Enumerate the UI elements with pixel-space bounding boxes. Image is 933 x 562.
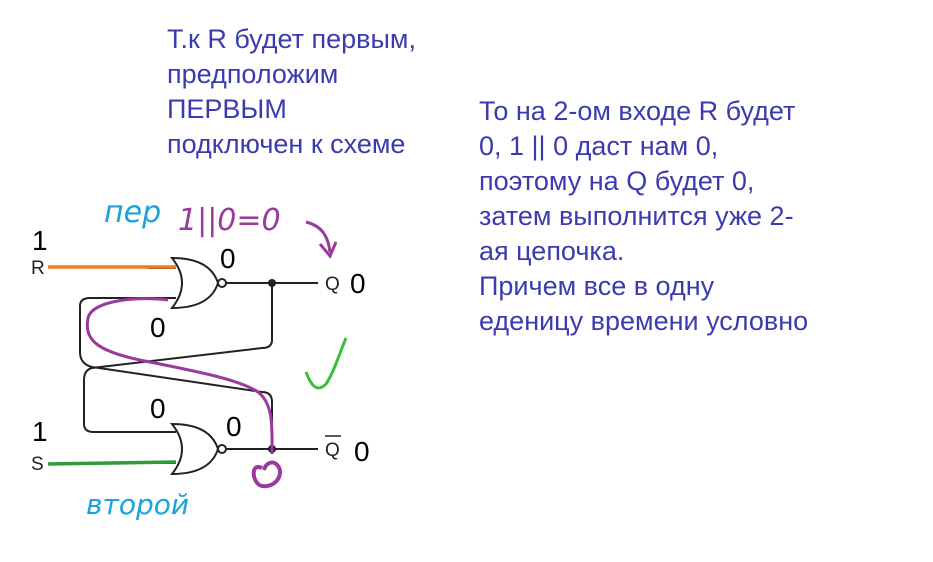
note-right-line: ая цепочка. bbox=[479, 236, 625, 266]
gate1-output-value: 0 bbox=[220, 243, 236, 274]
handwritten-formula: 1||0=0 bbox=[178, 203, 281, 238]
handwritten-zero-mark bbox=[251, 460, 282, 489]
r-input-value: 1 bbox=[32, 225, 48, 256]
note-right-line: 0, 1 || 0 даст нам 0, bbox=[479, 131, 719, 161]
purple-trace bbox=[85, 297, 274, 455]
qbar-value: 0 bbox=[354, 436, 370, 467]
nor-gate-bottom bbox=[169, 422, 220, 476]
handwritten-first: пер bbox=[104, 195, 161, 230]
note-right-line: Причем все в одну bbox=[479, 271, 715, 301]
gate2-input1-value: 0 bbox=[150, 393, 166, 424]
note-right: То на 2-ом входе R будет 0, 1 || 0 даст … bbox=[479, 94, 808, 339]
junction-dot-q bbox=[268, 279, 276, 287]
q-label: Q bbox=[325, 274, 340, 295]
s-input-value: 1 bbox=[32, 416, 48, 447]
r-input-label: R bbox=[31, 258, 45, 279]
note-left-line: предположим bbox=[167, 59, 339, 89]
note-left-line: ПЕРВЫМ bbox=[167, 94, 287, 124]
inverter-bubble-bottom bbox=[217, 444, 227, 454]
note-left-line: Т.к R будет первым, bbox=[167, 24, 416, 54]
gate1-input2-value: 0 bbox=[150, 312, 166, 343]
note-left-line: подключен к схеме bbox=[167, 129, 406, 159]
note-right-line: поэтому на Q будет 0, bbox=[479, 166, 755, 196]
inverter-bubble-top bbox=[217, 278, 227, 288]
note-right-line: То на 2-ом входе R будет bbox=[479, 96, 796, 126]
feedback-wire-qbar bbox=[79, 297, 273, 449]
curved-arrow bbox=[305, 220, 332, 253]
s-input-wire bbox=[47, 460, 177, 466]
s-input-label: S bbox=[31, 454, 44, 475]
handwritten-second: второй bbox=[86, 488, 189, 521]
check-mark-icon bbox=[304, 337, 348, 390]
note-right-line: еденицу времени условно bbox=[479, 306, 809, 336]
q-value: 0 bbox=[350, 268, 366, 299]
note-left: Т.к R будет первым, предположим ПЕРВЫМ п… bbox=[167, 22, 416, 162]
arrow-head-icon bbox=[318, 241, 338, 259]
gate2-output-value: 0 bbox=[226, 411, 242, 442]
feedback-wire-q bbox=[83, 283, 273, 433]
note-right-line: затем выполнится уже 2- bbox=[479, 201, 794, 231]
qbar-label: Q bbox=[325, 440, 340, 461]
nor-gate-top bbox=[169, 256, 220, 310]
